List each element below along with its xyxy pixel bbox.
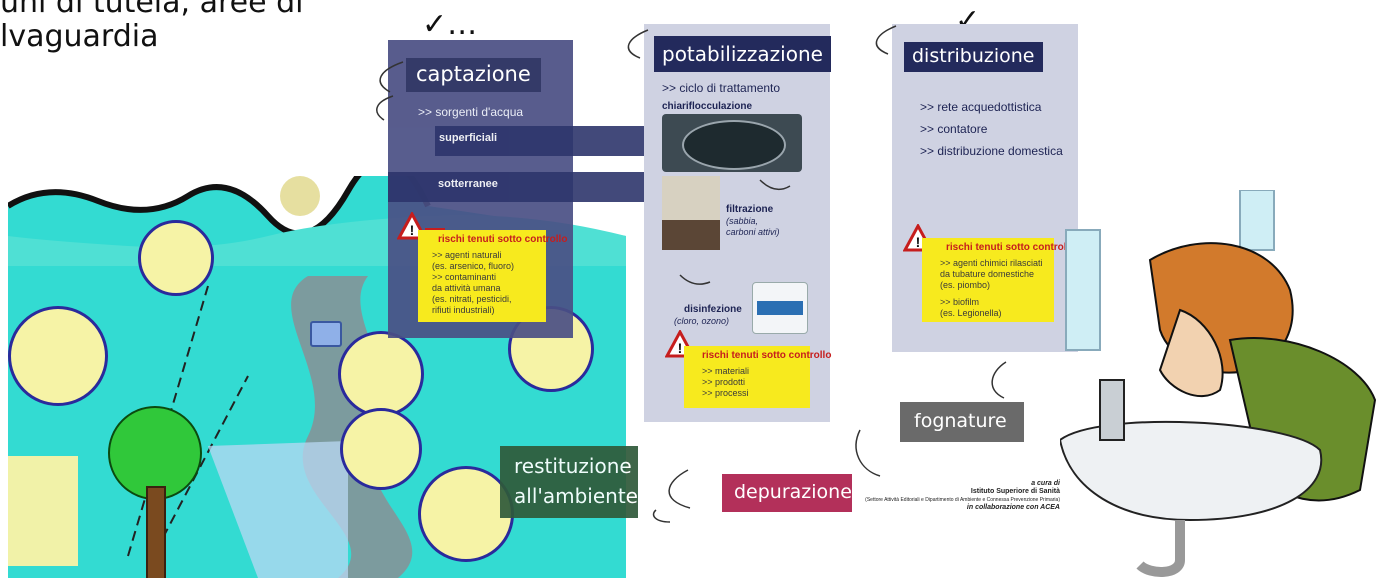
filter-photo [662,176,720,250]
step-filtrazione-detail: (sabbia, [726,216,759,226]
check-mark-1: ✓… [422,7,478,42]
captazione-subtitle: >> sorgenti d'acqua [418,105,524,119]
step-chiariflocculazione: chiariflocculazione [662,101,753,112]
pipe-discharge-circle [138,220,214,296]
restituzione-line-2: all'ambiente [514,484,638,508]
potabilizzazione-risk-item: >> prodotti [702,377,746,387]
captazione-risks-box: rischi tenuti sotto controllo >> agenti … [418,230,567,322]
potabilizzazione-risk-item: >> processi [702,388,749,398]
header-line-2: lvaguardia [0,19,159,54]
distribuzione-item: >> distribuzione domestica [920,144,1063,158]
restituzione-label: restituzione all'ambiente [500,446,638,518]
svg-text:!: ! [678,340,683,356]
credits-line: (Settore Attività Editoriali e Dipartime… [865,497,1060,503]
water-drop-badge-icon [310,321,342,347]
snake-icon [8,456,78,566]
potabilizzazione-risks-box: rischi tenuti sotto controllo >> materia… [684,346,831,408]
distribuzione-risk-item: >> biofilm [940,297,980,307]
bird-icon [280,176,320,216]
restituzione-line-1: restituzione [514,454,632,478]
credits-line: a cura di [1031,480,1060,487]
captazione-title: captazione [406,58,541,92]
potabilizzazione-risks-title: rischi tenuti sotto controllo [702,350,832,361]
svg-text:!: ! [410,222,415,238]
captazione-risk-item: >> contaminanti [432,272,497,282]
potabilizzazione-subtitle: >> ciclo di trattamento [662,81,781,95]
step-disinfezione: disinfezione [684,304,742,315]
fognature-text: fognature [914,410,1007,432]
bar-sotterranee-label: sotterranee [438,178,498,190]
step-filtrazione: filtrazione [726,204,774,215]
header-line-1: uni di tutela, aree di [0,0,304,20]
dragonfly-icon [8,306,108,406]
boy-at-sink-illustration [1058,189,1379,580]
distribuzione-risk-item: da tubature domestiche [940,269,1035,279]
chlorine-bucket-photo [752,282,808,334]
captazione-risks-title: rischi tenuti sotto controllo [438,234,568,245]
captazione-risk-item: (es. nitrati, pesticidi, [432,294,512,304]
clarifier-photo [662,114,802,172]
bar-sotterranee: sotterranee [388,172,678,202]
distribuzione-risk-item: (es. Legionella) [940,308,1002,318]
tree-trunk [146,486,166,578]
fognature-label: fognature [900,402,1024,442]
captazione-risk-item: rifiuti industriali) [432,305,495,315]
credits-line: in collaborazione con ACEA [966,504,1060,511]
fish-icon [340,408,422,490]
credits-block: a cura di Istituto Superiore di Sanità (… [860,480,1060,512]
step-filtrazione-detail: carboni attivi) [726,227,780,237]
captazione-risk-item: (es. arsenico, fluoro) [432,261,515,271]
distribuzione-item: >> rete acquedottistica [920,100,1042,114]
step-disinfezione-detail: (cloro, ozono) [674,316,730,326]
potabilizzazione-title: potabilizzazione [654,36,831,72]
credits-line: Istituto Superiore di Sanità [970,488,1060,495]
depurazione-text: depurazione [734,481,852,503]
potabilizzazione-risk-item: >> materiali [702,366,750,376]
depurazione-label: depurazione [722,474,852,512]
bar-superficiali-label: superficiali [439,132,498,144]
distribuzione-risk-item: (es. piombo) [940,280,991,290]
distribuzione-risks-title: rischi tenuti sotto controllo [946,242,1076,253]
distribuzione-risk-item: >> agenti chimici rilasciati [940,258,1043,268]
captazione-risk-item: >> agenti naturali [432,250,502,260]
tree-icon [108,406,202,500]
distribuzione-item: >> contatore [920,122,988,136]
captazione-risk-item: da attività umana [432,283,501,293]
distribuzione-risks-box: rischi tenuti sotto controllo >> agenti … [922,238,1075,322]
svg-text:!: ! [916,234,921,250]
distribuzione-title: distribuzione [904,42,1043,72]
